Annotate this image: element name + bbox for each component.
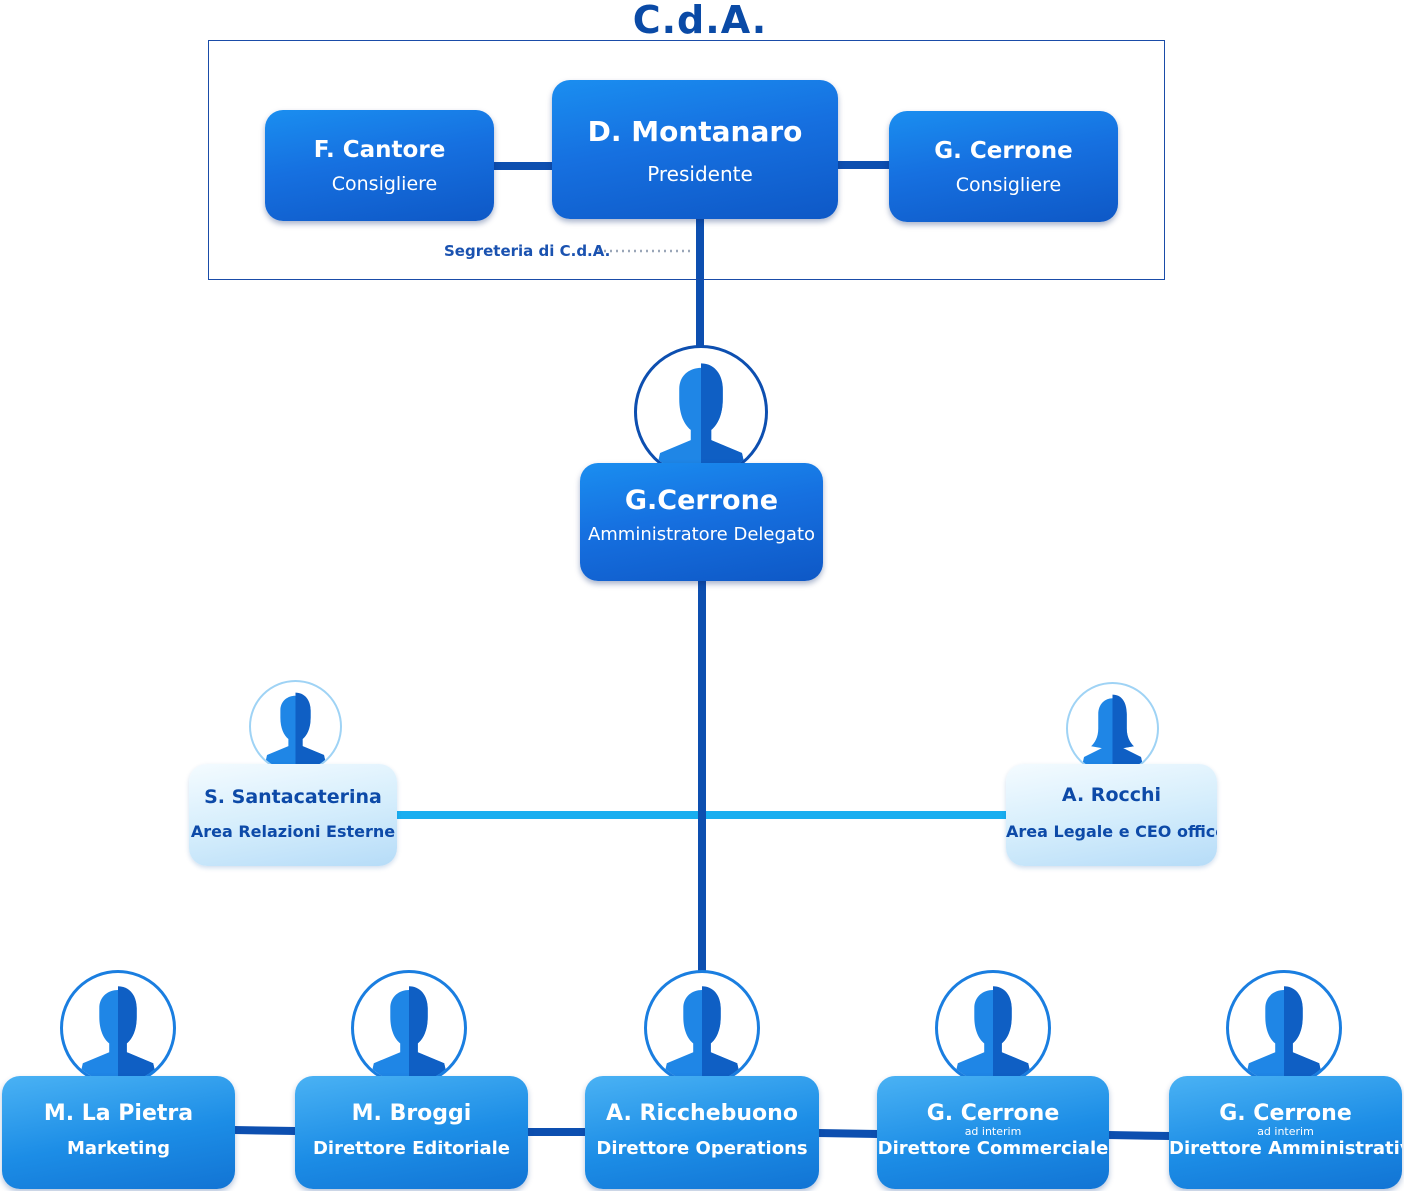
director-link-1: [233, 1126, 297, 1135]
staff-card: A. Rocchi Area Legale e CEO office: [1006, 764, 1217, 866]
board-title: C.d.A.: [632, 0, 768, 42]
director-card: G. Cerrone ad interim Direttore Commerci…: [877, 1076, 1109, 1189]
director-role: Direttore Commerciale: [877, 1138, 1109, 1159]
director-card: G. Cerrone ad interim Direttore Amminist…: [1169, 1076, 1402, 1189]
director-name: G. Cerrone: [926, 1101, 1060, 1126]
director-name: M. La Pietra: [43, 1101, 194, 1126]
ceo-avatar-icon: [634, 345, 768, 479]
director-link-4: [1107, 1131, 1171, 1140]
member-name: G. Cerrone: [934, 138, 1073, 164]
director-note: [2, 1126, 235, 1138]
director-avatar-icon: [351, 970, 467, 1086]
director-note: ad interim: [1257, 1125, 1314, 1138]
director-role: Direttore Amministrativo: [1169, 1138, 1402, 1159]
director-avatar-icon: [60, 970, 176, 1086]
president-role: Presidente: [647, 162, 753, 186]
ceo-role: Amministratore Delegato: [587, 524, 816, 545]
director-card: M. La Pietra Marketing: [2, 1076, 235, 1189]
member-name: F. Cantore: [313, 137, 446, 163]
member-role: Consigliere: [331, 173, 438, 195]
director-role: Direttore Editoriale: [312, 1138, 510, 1159]
secretariat-label: Segreteria di C.d.A.: [444, 242, 611, 260]
director-note: [295, 1126, 528, 1138]
director-link-3: [817, 1129, 879, 1138]
staff-role: Area Legale e CEO office: [1006, 822, 1217, 841]
staff-female-avatar-icon: [1066, 682, 1159, 775]
staff-role: Area Relazioni Esterne: [190, 822, 396, 841]
staff-name: A. Rocchi: [1061, 784, 1162, 806]
board-member-card: G. Cerrone Consigliere: [889, 111, 1118, 222]
staff-male-avatar-icon: [249, 680, 342, 773]
president-card: D. Montanaro Presidente: [552, 80, 838, 219]
director-role: Direttore Operations: [596, 1138, 808, 1159]
director-name: A. Ricchebuono: [606, 1101, 798, 1126]
director-name: M. Broggi: [351, 1101, 472, 1126]
director-name: G. Cerrone: [1219, 1101, 1352, 1126]
ceo-name: G.Cerrone: [624, 485, 779, 516]
director-card: M. Broggi Direttore Editoriale: [295, 1076, 528, 1189]
staff-name: S. Santacaterina: [204, 786, 382, 808]
director-avatar-icon: [644, 970, 760, 1086]
board-member-card: F. Cantore Consigliere: [265, 110, 494, 221]
member-role: Consigliere: [955, 174, 1062, 196]
ceo-card: G.Cerrone Amministratore Delegato: [580, 463, 823, 581]
director-card: A. Ricchebuono Direttore Operations: [585, 1076, 819, 1189]
staff-card: S. Santacaterina Area Relazioni Esterne: [189, 764, 397, 866]
president-name: D. Montanaro: [587, 115, 803, 148]
director-avatar-icon: [1226, 970, 1342, 1086]
director-avatar-icon: [935, 970, 1051, 1086]
director-note: [585, 1126, 819, 1138]
board-frame: [208, 40, 1165, 280]
director-note: ad interim: [964, 1125, 1022, 1138]
director-role: Marketing: [66, 1138, 171, 1159]
